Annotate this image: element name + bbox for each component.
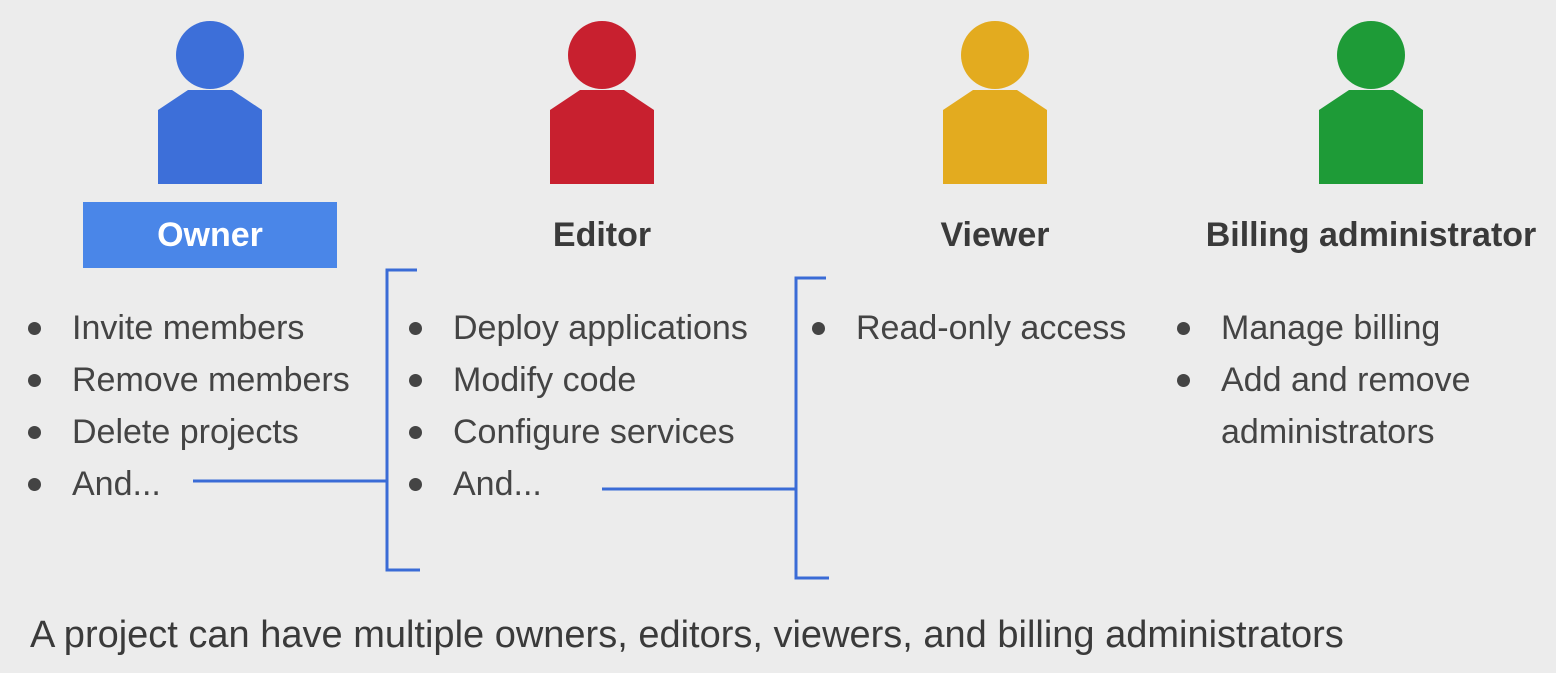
- bullet-icon: [1177, 322, 1190, 335]
- permission-item: Add and remove administrators: [1177, 354, 1471, 458]
- role-label-editor: Editor: [552, 216, 652, 254]
- bullet-icon: [28, 426, 41, 439]
- permission-text-continued: administrators: [1221, 413, 1435, 451]
- permission-item: Configure services: [409, 406, 748, 458]
- bullet-icon: [28, 322, 41, 335]
- permission-text: Delete projects: [72, 413, 299, 451]
- bullet-icon: [28, 374, 41, 387]
- permission-item: And...: [409, 458, 748, 510]
- permission-item: Modify code: [409, 354, 748, 406]
- permission-item: Read-only access: [812, 302, 1126, 354]
- permission-text: Remove members: [72, 361, 350, 399]
- bullet-icon: [28, 478, 41, 491]
- footer-caption: A project can have multiple owners, edit…: [30, 614, 1344, 656]
- billing-person-icon: [1317, 18, 1425, 186]
- role-label-billing: Billing administrator: [1205, 216, 1537, 254]
- permission-item: Remove members: [28, 354, 350, 406]
- permission-text: Deploy applications: [453, 309, 748, 347]
- owner-permission-list: Invite members Remove members Delete pro…: [28, 302, 350, 510]
- viewer-person-icon: [941, 18, 1049, 186]
- editor-bracket: [794, 276, 829, 580]
- owner-bracket: [385, 268, 420, 572]
- permission-item: Invite members: [28, 302, 350, 354]
- permission-text: And...: [72, 465, 161, 503]
- editor-permission-list: Deploy applications Modify code Configur…: [409, 302, 748, 510]
- bullet-icon: [409, 374, 422, 387]
- bullet-icon: [812, 322, 825, 335]
- bullet-icon: [409, 426, 422, 439]
- bullet-icon: [409, 478, 422, 491]
- editor-person-icon: [548, 18, 656, 186]
- permission-item: Manage billing: [1177, 302, 1471, 354]
- permission-text: Invite members: [72, 309, 305, 347]
- permission-text: Modify code: [453, 361, 637, 399]
- permission-text: And...: [453, 465, 542, 503]
- role-label-viewer: Viewer: [940, 216, 1050, 254]
- permission-item: Deploy applications: [409, 302, 748, 354]
- permission-item: Delete projects: [28, 406, 350, 458]
- owner-person-icon: [156, 18, 264, 186]
- permission-text: Configure services: [453, 413, 735, 451]
- permission-text: Manage billing: [1221, 309, 1441, 347]
- bullet-icon: [409, 322, 422, 335]
- permission-text: Read-only access: [856, 309, 1127, 347]
- role-label-owner: Owner: [83, 202, 337, 268]
- billing-permission-list: Manage billing Add and remove administra…: [1177, 302, 1471, 458]
- bullet-icon: [1177, 374, 1190, 387]
- permission-text: Add and remove: [1221, 361, 1471, 399]
- viewer-permission-list: Read-only access: [812, 302, 1126, 354]
- permission-item: And...: [28, 458, 350, 510]
